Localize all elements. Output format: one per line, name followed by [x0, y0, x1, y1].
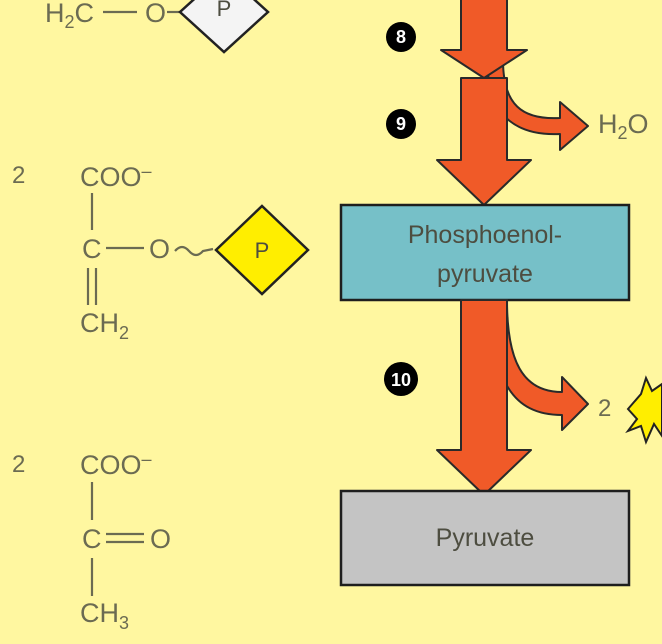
phosphate-label: P: [217, 0, 232, 21]
high-energy-bond: [174, 245, 214, 257]
pyruvate-carbon: C: [82, 524, 102, 554]
atp-burst-icon: [625, 375, 662, 445]
pyruvate-structure: 2 COO– C O CH3: [12, 449, 171, 633]
main-arrow-to-pep: [436, 77, 532, 206]
main-arrow-to-pyruvate: [436, 299, 532, 496]
pep-oxygen: O: [149, 234, 170, 264]
phosphate-yellow-diamond: [214, 204, 310, 296]
phosphate-white-diamond: [178, 0, 270, 54]
pyruvate-label: Pyruvate: [436, 524, 535, 552]
pep-label-line2: pyruvate: [437, 260, 533, 288]
h2c-label: H2C: [45, 0, 94, 32]
pep-carboxylate: COO–: [80, 161, 152, 192]
upper-arrow-group: [436, 0, 589, 206]
svg-text:10: 10: [391, 370, 411, 390]
pyruvate-box: Pyruvate: [339, 489, 631, 587]
oxygen-label: O: [145, 0, 166, 28]
atp-coefficient: 2: [598, 395, 611, 422]
pep-coefficient: 2: [12, 162, 25, 189]
step-10-marker: 10: [384, 362, 418, 396]
step8-arrowhead: [440, 0, 528, 79]
water-label: H2O: [598, 109, 649, 143]
top-phosphate-group: H2C O P: [45, 0, 270, 54]
pyruvate-coefficient: 2: [12, 451, 25, 478]
pep-box: Phosphoenol- pyruvate: [339, 203, 631, 302]
step-8-marker: 8: [386, 22, 416, 52]
svg-text:8: 8: [396, 27, 406, 47]
lower-arrow-group: [436, 299, 589, 496]
svg-text:9: 9: [396, 114, 406, 134]
phosphate-label: P: [255, 238, 270, 263]
pep-structure: 2 COO– C O P CH2: [12, 161, 310, 343]
pyruvate-oxygen: O: [150, 524, 171, 554]
step-9-marker: 9: [386, 109, 416, 139]
pep-ch2: CH2: [80, 308, 129, 343]
pep-label-line1: Phosphoenol-: [408, 221, 562, 249]
pyruvate-carboxylate: COO–: [80, 449, 152, 480]
pyruvate-ch3: CH3: [80, 598, 129, 633]
pep-carbon: C: [82, 234, 102, 264]
